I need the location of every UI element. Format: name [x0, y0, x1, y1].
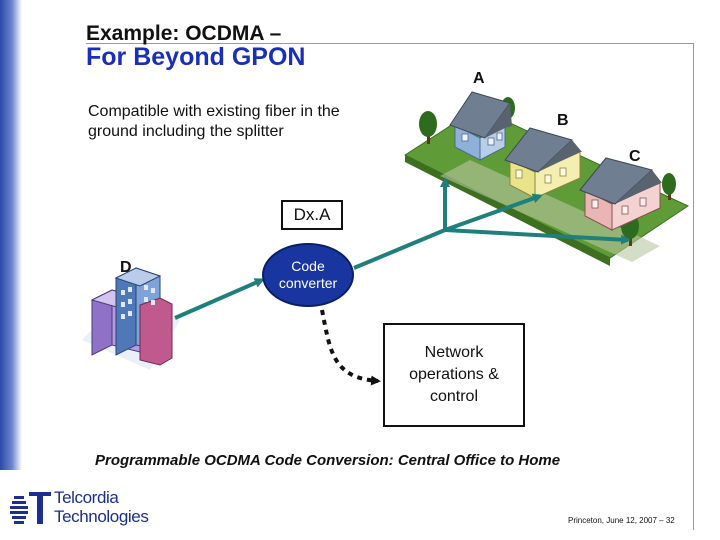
diagram-caption: Programmable OCDMA Code Conversion: Cent… — [95, 452, 561, 469]
compatibility-note: Compatible with existing fiber in the gr… — [88, 103, 340, 140]
slide-title: Example: OCDMA – — [86, 22, 282, 45]
logo-line2: Technologies — [54, 507, 149, 526]
house-c-label: C — [629, 148, 641, 165]
house-b-label: B — [557, 112, 569, 129]
dxa-box: Dx.A — [281, 200, 343, 230]
tree-icon — [662, 173, 676, 200]
fiber-line-office-to-converter — [174, 278, 265, 320]
left-accent-bar — [0, 0, 22, 470]
logo-line1: Telcordia — [54, 488, 119, 507]
title-rule — [86, 43, 694, 44]
slide-subtitle-heading: For Beyond GPON — [86, 43, 306, 71]
fiber-connections — [174, 177, 631, 320]
telcordia-logo-text: Telcordia Technologies — [54, 488, 149, 526]
telcordia-logo-icon — [10, 492, 51, 524]
network-operations-box: Network operations & control — [383, 323, 525, 427]
fiber-line-to-house-b — [444, 193, 543, 232]
code-converter-node: Code converter — [262, 243, 354, 307]
central-office-label: D — [120, 259, 132, 276]
control-link-dotted — [320, 309, 381, 386]
footer-page-info: Princeton, June 12, 2007 – 32 — [568, 516, 675, 525]
tree-icon — [419, 111, 437, 144]
house-c-icon — [579, 157, 662, 231]
fiber-line-to-house-c — [444, 228, 631, 245]
house-a-label: A — [473, 70, 485, 87]
right-rule — [693, 43, 694, 530]
house-b-icon — [504, 127, 582, 199]
fiber-line-converter-to-splitter — [353, 228, 446, 270]
house-a-icon — [449, 91, 512, 161]
neighborhood-illustration — [403, 91, 690, 266]
central-office-building-icon — [82, 267, 180, 370]
